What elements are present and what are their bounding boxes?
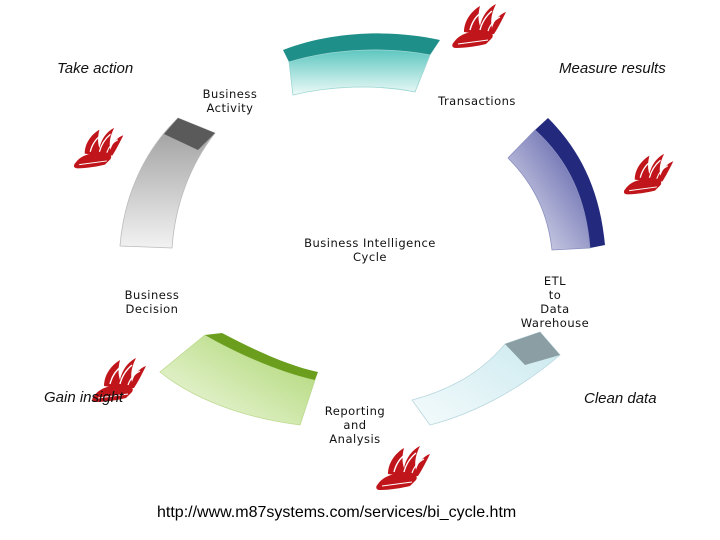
segment-decision	[159, 333, 318, 426]
stage-label-decision: Business Decision	[124, 288, 180, 316]
stage-label-reporting: Reporting and Analysis	[324, 404, 386, 446]
diagram-title: Business Intelligence Cycle	[304, 236, 436, 264]
label-take-action: Take action	[57, 60, 134, 77]
label-gain-insight: Gain insight	[44, 389, 124, 406]
segment-etl	[507, 118, 605, 251]
segment-activity	[119, 117, 216, 249]
wingfoot-logo-icon	[451, 3, 507, 49]
label-clean-data: Clean data	[584, 390, 657, 407]
stage-label-activity: Business Activity	[202, 87, 258, 115]
wingfoot-logo-icon	[375, 445, 431, 491]
wingfoot-logo-icon	[623, 153, 675, 195]
source-url: http://www.m87systems.com/services/bi_cy…	[157, 504, 517, 521]
wingfoot-logo-icon	[73, 127, 125, 169]
stage-label-transactions: Transactions	[438, 94, 516, 108]
segment-reporting	[411, 331, 561, 426]
segment-transactions	[283, 33, 440, 96]
label-measure-results: Measure results	[559, 60, 666, 77]
stage-label-etl: ETL to Data Warehouse	[520, 274, 590, 330]
